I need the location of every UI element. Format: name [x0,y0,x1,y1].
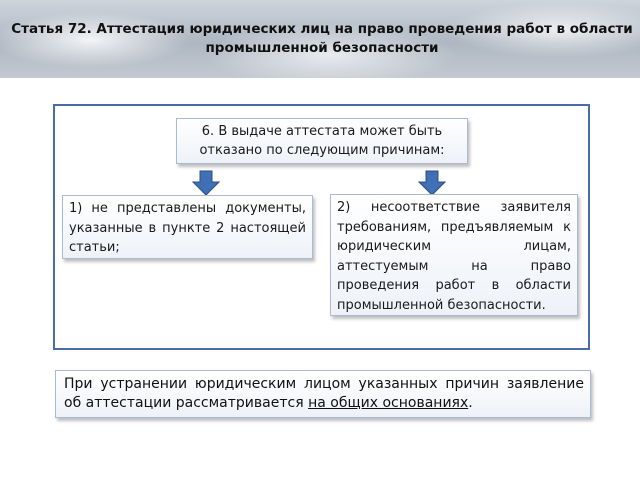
page-title: Статья 72. Аттестация юридических лиц на… [11,21,633,56]
arrow-down-icon [192,170,220,196]
footer-note-end: . [468,395,473,411]
header-banner: Статья 72. Аттестация юридических лиц на… [0,0,640,78]
refusal-grounds-box: 6. В выдаче аттестата может быть отказан… [176,118,468,164]
reason-1-box: 1) не представлены документы, указанные … [62,195,313,259]
reason-2-box: 2) несоответствие заявителя требованиям,… [330,194,578,316]
arrow-down-icon [418,170,446,196]
footer-note-text: При устранении юридическим лицом указанн… [64,376,584,411]
footer-note-box: При устранении юридическим лицом указанн… [55,370,591,418]
footer-note-underlined: на общих основаниях [308,395,469,411]
